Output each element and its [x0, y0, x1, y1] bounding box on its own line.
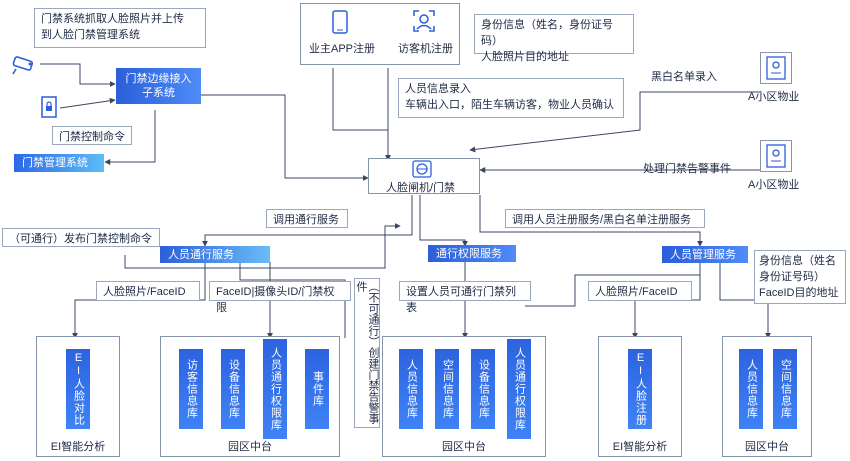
identity2-line-1: 身份信息（姓名 — [759, 255, 836, 267]
capture-upload-note: 门禁系统抓取人脸照片并上传 到人脸门禁管理系统 — [34, 8, 206, 48]
person-management-service[interactable]: 人员管理服务 — [662, 246, 748, 263]
call-pass-service-text: 调用通行服务 — [273, 214, 339, 226]
person-info-db-bar[interactable]: 人员信息库 — [399, 349, 423, 429]
call-register-service-text: 调用人员注册服务/黑白名单注册服务 — [512, 214, 692, 226]
park-platform-group-5: 人员信息库 空间信息库 园区中台 — [722, 336, 812, 457]
event-db-bar[interactable]: 事件库 — [305, 349, 329, 429]
person-info-db-bar-5[interactable]: 人员信息库 — [739, 349, 763, 429]
identity2-line-3: FaceID目的地址 — [759, 287, 839, 299]
phone-app-icon — [332, 10, 348, 39]
property-a1-label: A小区物业 — [748, 91, 800, 103]
space-info-db-bar[interactable]: 空间信息库 — [435, 349, 459, 429]
identity2-line-2: 身份证号码） — [759, 271, 825, 283]
person-management-service-label: 人员管理服务 — [670, 249, 736, 261]
note-line-1: 门禁系统抓取人脸照片并上传 — [41, 13, 184, 25]
visitor-info-db-bar[interactable]: 访客信息库 — [179, 349, 203, 429]
id-card-icon — [766, 144, 786, 173]
group4-caption: EI智能分析 — [612, 441, 668, 453]
face-photo-faceid-label-2: 人脸照片/FaceID — [588, 281, 692, 301]
pass-permission-service[interactable]: 通行权限服务 — [428, 245, 516, 262]
group2-caption: 园区中台 — [228, 441, 272, 453]
camera-icon — [10, 55, 40, 80]
space-info-db-bar-5[interactable]: 空间信息库 — [773, 349, 797, 429]
ei-face-compare-bar[interactable]: EI人脸对比 — [66, 349, 90, 429]
edge-line-1: 门禁边缘接入 — [125, 73, 192, 85]
personnel-line-2: 车辆出入口，陌生车辆访客，物业人员确认 — [405, 99, 614, 111]
set-pass-list-label: 设置人员可通行门禁列表 — [399, 281, 531, 314]
alarm-event-vertical-label: （不可通行）创建门禁告警事件 — [354, 278, 380, 428]
edge-line-2: 子系统 — [142, 87, 175, 99]
identity-info-note-2: 身份信息（姓名 身份证号码） FaceID目的地址 — [754, 250, 846, 304]
door-lock-icon — [40, 96, 58, 123]
note-line-2: 到人脸门禁管理系统 — [41, 29, 140, 41]
personnel-entry-note: 人员信息录入 车辆出入口，陌生车辆访客，物业人员确认 — [398, 78, 624, 118]
device-info-db-bar-3[interactable]: 设备信息库 — [471, 349, 495, 429]
face-gate-label: 人脸闸机/门禁 — [386, 182, 456, 194]
personnel-line-1: 人员信息录入 — [405, 83, 471, 95]
pass-permission-service-label: 通行权限服务 — [436, 248, 502, 260]
identity-info-note: 身份信息（姓名，身份证号码） 人脸照片目的地址 — [474, 14, 634, 63]
group1-caption: EI智能分析 — [50, 441, 106, 453]
pass-command-note: （可通行）发布门禁控制命令 — [2, 228, 160, 247]
person-permission-db-bar[interactable]: 人员通行权限库 — [263, 339, 287, 439]
blacklist-entry-label: 黑白名单录入 — [651, 71, 717, 83]
device-info-db-bar[interactable]: 设备信息库 — [221, 349, 245, 429]
face-photo-faceid-text-1: 人脸照片/FaceID — [103, 286, 186, 298]
group3-caption: 园区中台 — [442, 441, 486, 453]
access-management-system-label: 门禁管理系统 — [22, 157, 88, 169]
alarm-handling-label: 处理门禁告警事件 — [643, 163, 731, 175]
person-permission-db-bar-3[interactable]: 人员通行权限库 — [507, 339, 531, 439]
park-platform-group-3: 人员信息库 空间信息库 设备信息库 人员通行权限库 园区中台 — [382, 336, 546, 457]
visitor-machine-register[interactable]: 访客机注册 — [398, 43, 453, 55]
person-pass-service-label: 人员通行服务 — [168, 249, 234, 261]
person-pass-service[interactable]: 人员通行服务 — [160, 246, 270, 263]
face-photo-faceid-text-2: 人脸照片/FaceID — [595, 286, 678, 298]
park-platform-group-2: 访客信息库 设备信息库 人员通行权限库 事件库 园区中台 — [160, 336, 340, 457]
identity-line-1: 身份信息（姓名，身份证号码） — [481, 19, 613, 47]
group5-caption: 园区中台 — [745, 441, 789, 453]
access-control-command-label: 门禁控制命令 — [52, 126, 132, 145]
faceid-camera-permission-text: FaceID|摄像头ID/门禁权限 — [216, 286, 335, 314]
call-register-service-label: 调用人员注册服务/黑白名单注册服务 — [505, 209, 705, 228]
pass-command-text: （可通行）发布门禁控制命令 — [9, 233, 152, 245]
access-control-command-text: 门禁控制命令 — [59, 131, 125, 143]
face-scan-icon — [412, 9, 436, 38]
edge-access-subsystem[interactable]: 门禁边缘接入 子系统 — [116, 68, 201, 104]
ei-analysis-group-4: EI人脸注册 EI智能分析 — [598, 336, 682, 457]
face-photo-faceid-label-1: 人脸照片/FaceID — [96, 281, 200, 301]
faceid-camera-permission-label: FaceID|摄像头ID/门禁权限 — [209, 281, 351, 314]
access-management-system[interactable]: 门禁管理系统 — [14, 154, 104, 172]
property-a2-label: A小区物业 — [748, 179, 800, 191]
ei-analysis-group-1: EI人脸对比 EI智能分析 — [36, 336, 120, 457]
call-pass-service-label: 调用通行服务 — [266, 209, 348, 228]
ei-face-register-bar[interactable]: EI人脸注册 — [628, 349, 652, 429]
identity-line-2: 人脸照片目的地址 — [481, 51, 569, 63]
owner-app-register[interactable]: 业主APP注册 — [309, 43, 376, 55]
alarm-event-vertical-text: （不可通行）创建门禁告警事件 — [355, 281, 379, 424]
face-gate-icon — [412, 160, 432, 183]
id-card-icon — [766, 56, 786, 85]
set-pass-list-text: 设置人员可通行门禁列表 — [406, 286, 516, 314]
